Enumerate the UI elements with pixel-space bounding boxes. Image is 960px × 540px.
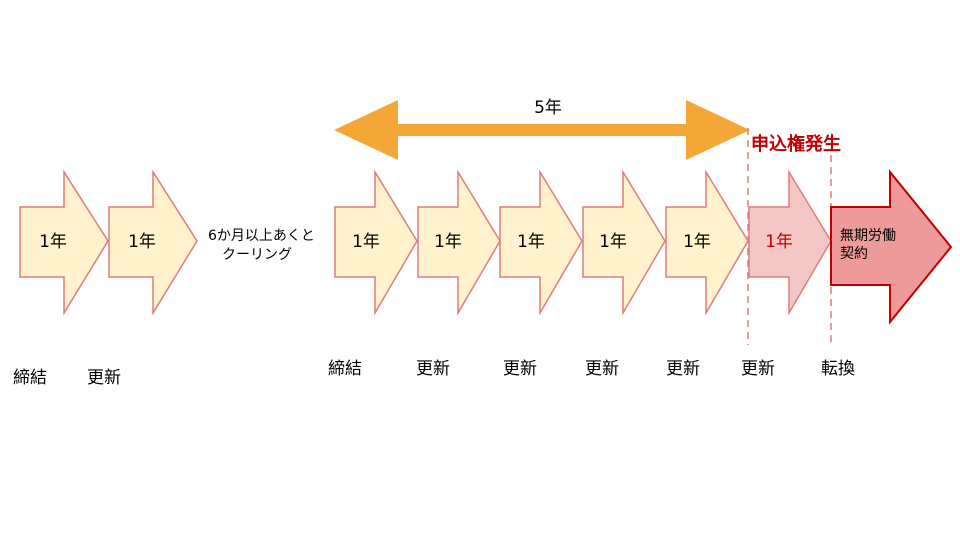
first-conclusion-label: 締結 [13, 368, 47, 388]
renewal-label-1: 更新 [416, 359, 450, 379]
arrow-shape [665, 169, 749, 316]
cooling-note-line2: クーリング [222, 247, 292, 263]
renewal-label-2: 更新 [503, 359, 537, 379]
arrow-label: 1年 [683, 232, 711, 252]
renewal-arrow-2: 1年 [499, 169, 583, 316]
highlighted-renewal-arrow: 1年 [748, 169, 832, 316]
final-arrow-line1: 無期労働 [840, 228, 896, 244]
cooling-note-line1: 6か月以上あくと [208, 228, 315, 244]
arrow-shape [830, 169, 953, 325]
renewal-label-4: 更新 [666, 359, 700, 379]
renewal-arrow-1: 1年 [417, 169, 501, 316]
renewal-arrow-3: 1年 [582, 169, 666, 316]
double-headed-arrow-icon [334, 100, 750, 160]
renewal-label-5: 更新 [741, 359, 775, 379]
final-arrow-line2: 契約 [840, 246, 868, 262]
conversion-label: 転換 [821, 359, 855, 379]
first-renewal-label: 更新 [87, 368, 121, 388]
arrow-label: 1年 [434, 232, 462, 252]
arrow-shape [499, 169, 583, 316]
application-right-title: 申込権発生 [751, 133, 841, 155]
arrow-label: 1年 [599, 232, 627, 252]
renewal-arrow-4: 1年 [665, 169, 749, 316]
arrow-label: 1年 [128, 232, 156, 252]
second-group: 1年 1年 1年 1年 1年 1年 [334, 169, 832, 316]
first-group: 1年 1年 [19, 169, 198, 316]
arrow-shape [19, 169, 109, 316]
arrow-label: 1年 [517, 232, 545, 252]
arrow-shape [582, 169, 666, 316]
arrow-shape [334, 169, 418, 316]
arrow-shape [108, 169, 198, 316]
span-label: 5年 [534, 98, 562, 118]
first-renewal-arrow: 1年 [108, 169, 198, 316]
arrow-label: 1年 [352, 232, 380, 252]
five-year-span-arrow: 5年 [334, 98, 750, 160]
arrow-label: 1年 [765, 232, 793, 252]
permanent-contract-arrow: 無期労働 契約 [830, 169, 953, 325]
arrow-shape [748, 169, 832, 316]
second-conclusion-label: 締結 [328, 359, 362, 379]
first-contract-arrow: 1年 [19, 169, 109, 316]
second-contract-arrow: 1年 [334, 169, 418, 316]
arrow-shape [417, 169, 501, 316]
renewal-label-3: 更新 [585, 359, 619, 379]
arrow-label: 1年 [39, 232, 67, 252]
